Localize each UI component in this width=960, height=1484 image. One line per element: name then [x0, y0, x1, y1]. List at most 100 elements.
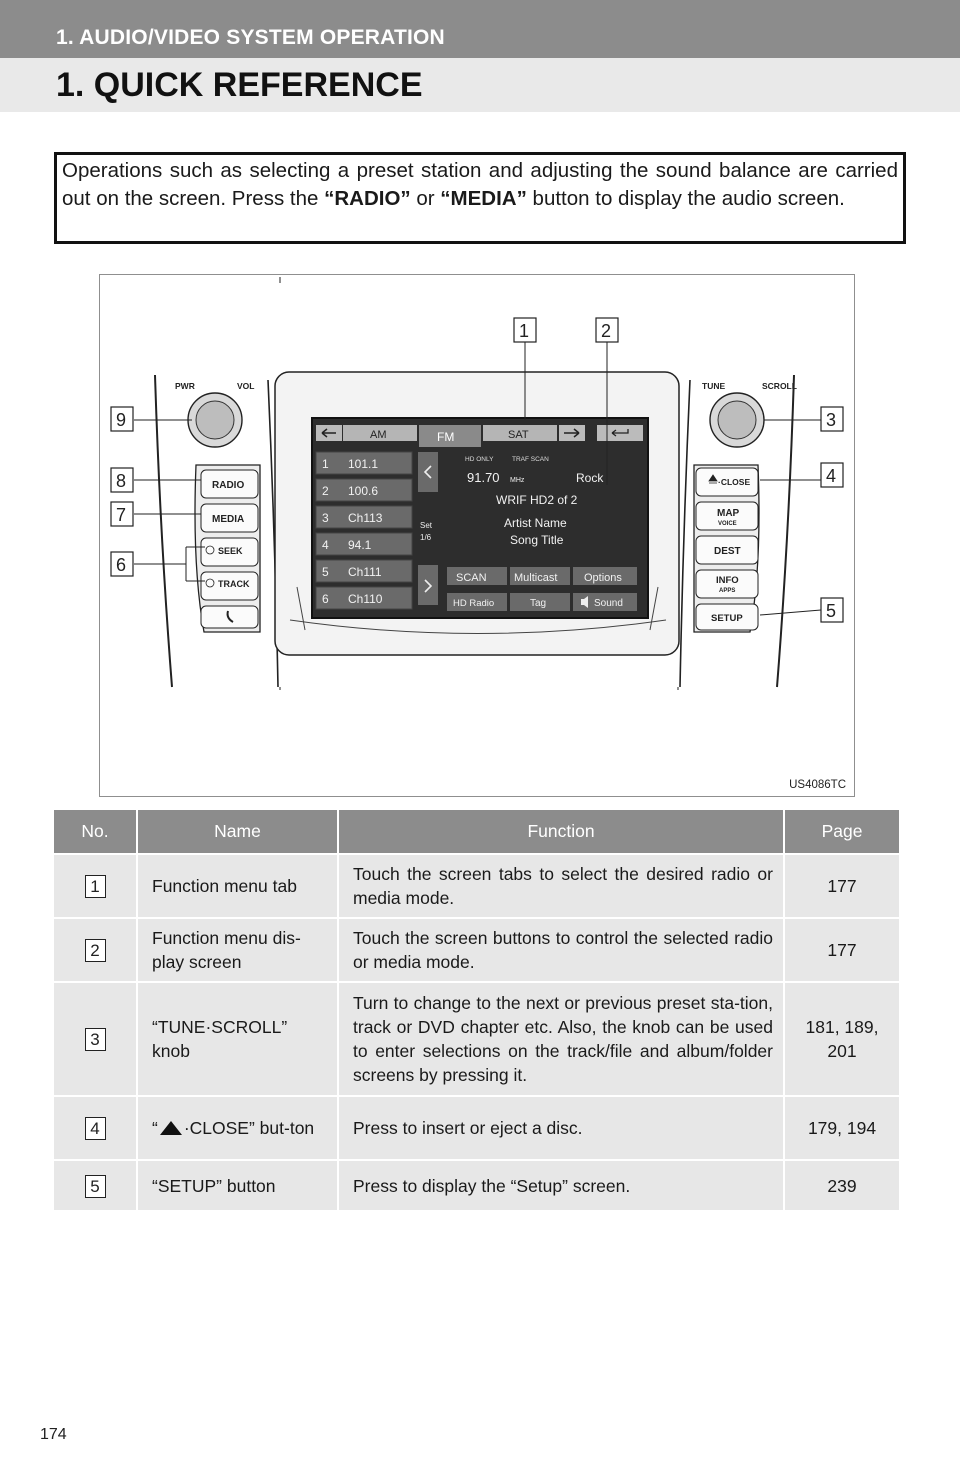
map-button-label: MAP — [717, 508, 740, 519]
callout-1: 1 — [513, 317, 537, 343]
preset-3[interactable]: 3 Ch113 — [315, 505, 413, 529]
function-menu-tabs: AM FM SAT — [316, 425, 643, 447]
tab-fm-label: FM — [437, 430, 454, 444]
eject-close-button[interactable]: ·CLOSE — [695, 467, 759, 497]
traf-scan-label: TRAF SCAN — [512, 456, 549, 463]
intro-radio: “RADIO” — [324, 187, 411, 210]
preset-page-down[interactable] — [418, 565, 438, 605]
intro-text-after: button to display the audio screen. — [526, 187, 845, 210]
header-name: Name — [137, 810, 339, 854]
preset-2-num: 2 — [322, 484, 329, 498]
row-number-box: 1 — [84, 875, 106, 898]
phone-button[interactable] — [200, 605, 259, 629]
preset-3-freq: Ch113 — [348, 511, 383, 525]
chevron-left-icon — [423, 465, 432, 479]
track-button[interactable]: TRACK — [200, 571, 259, 601]
hd-radio-button-label: HD Radio — [453, 598, 494, 609]
page-number: 174 — [40, 1426, 67, 1443]
tag-button-label: Tag — [530, 598, 546, 609]
preset-1[interactable]: 1 101.1 — [315, 451, 413, 475]
table-header-row: No. Name Function Page — [54, 810, 899, 854]
tab-am[interactable]: AM — [343, 425, 417, 441]
table-row: 3 “TUNE·SCROLL” knob Turn to change to t… — [54, 981, 899, 1096]
preset-6-freq: Ch110 — [348, 592, 383, 606]
head-unit-figure: PWR VOL RADIO MEDIA SEEK TRACK TUNE S — [99, 274, 855, 797]
row-page: 239 — [784, 1159, 899, 1210]
callout-6-label: 6 — [116, 555, 126, 575]
row-function: Press to insert or eject a disc. — [338, 1095, 785, 1160]
header-page: Page — [784, 810, 899, 854]
preset-2[interactable]: 2 100.6 — [315, 478, 413, 502]
callout-7-label: 7 — [116, 505, 126, 525]
multicast-button[interactable]: Multicast — [510, 567, 570, 585]
callout-3-label: 3 — [826, 410, 836, 430]
hd-only-label: HD ONLY — [465, 456, 494, 463]
tune-label: TUNE — [702, 381, 725, 391]
row-function: Touch the screen buttons to control the … — [338, 917, 785, 982]
voice-button-label: VOICE — [718, 521, 737, 527]
scroll-label: SCROLL — [762, 381, 797, 391]
tab-sat[interactable]: SAT — [483, 425, 557, 441]
callout-5-label: 5 — [826, 601, 836, 621]
row-name-rest: ·CLOSE” but-ton — [183, 1118, 315, 1138]
callout-8: 8 — [110, 467, 134, 493]
vol-label: VOL — [237, 381, 254, 391]
tab-fm[interactable]: FM — [419, 425, 481, 447]
row-name: “·CLOSE” but-ton — [137, 1095, 339, 1160]
speaker-icon — [581, 596, 588, 608]
preset-list: 1 101.1 2 100.6 3 Ch113 4 94.1 5 Ch1 — [315, 451, 413, 610]
setup-button-label: SETUP — [711, 613, 743, 624]
sound-button[interactable]: Sound — [573, 593, 637, 611]
map-voice-button[interactable]: MAP VOICE — [695, 501, 759, 531]
callout-5: 5 — [820, 597, 844, 623]
preset-page-up[interactable] — [418, 452, 438, 492]
row-name: “TUNE·SCROLL” knob — [137, 981, 339, 1096]
row-name: Function menu tab — [137, 853, 339, 918]
section-title: 1. AUDIO/VIDEO SYSTEM OPERATION — [56, 26, 445, 49]
radio-button[interactable]: RADIO — [200, 469, 259, 499]
preset-4[interactable]: 4 94.1 — [315, 532, 413, 556]
tag-button[interactable]: Tag — [510, 593, 570, 611]
row-function: Press to display the “Setup” screen. — [338, 1159, 785, 1210]
row-name: “SETUP” button — [137, 1159, 339, 1210]
media-button-label: MEDIA — [212, 514, 244, 525]
set-label: Set — [420, 521, 433, 530]
intro-media: “MEDIA” — [440, 187, 527, 210]
preset-5[interactable]: 5 Ch111 — [315, 559, 413, 583]
title-header: 1. QUICK REFERENCE — [0, 58, 960, 112]
info-apps-button[interactable]: INFO APPS — [695, 569, 759, 599]
callout-9-label: 9 — [116, 410, 126, 430]
preset-6[interactable]: 6 Ch110 — [315, 586, 413, 610]
info-button-label: INFO — [716, 575, 739, 586]
table-row: 2 Function menu dis- play screen Touch t… — [54, 917, 899, 982]
row-function: Turn to change to the next or previous p… — [338, 981, 785, 1096]
multicast-button-label: Multicast — [514, 572, 557, 584]
tab-am-label: AM — [370, 429, 387, 441]
hd-radio-button[interactable]: HD Radio — [447, 593, 507, 611]
table-row: 1 Function menu tab Touch the screen tab… — [54, 853, 899, 918]
row-number-box: 4 — [84, 1117, 106, 1140]
seek-button-label: SEEK — [218, 546, 243, 556]
dest-button-label: DEST — [714, 546, 741, 557]
intro-text-before: Operations such as selecting a preset st… — [62, 159, 898, 210]
setup-button[interactable]: SETUP — [695, 603, 759, 631]
callout-2-label: 2 — [601, 321, 611, 341]
page-title: 1. QUICK REFERENCE — [56, 66, 423, 104]
dest-button[interactable]: DEST — [695, 535, 759, 565]
row-page: 177 — [784, 917, 899, 982]
screen-buttons-row1: SCAN Multicast Options — [447, 567, 637, 585]
tab-sat-label: SAT — [508, 429, 529, 441]
scan-button[interactable]: SCAN — [447, 567, 507, 585]
apps-button-label: APPS — [719, 588, 735, 594]
callout-9: 9 — [110, 406, 134, 432]
seek-button[interactable]: SEEK — [200, 537, 259, 567]
preset-6-num: 6 — [322, 592, 329, 606]
media-button[interactable]: MEDIA — [200, 503, 259, 533]
options-button[interactable]: Options — [573, 567, 637, 585]
preset-5-num: 5 — [322, 565, 329, 579]
row-page: 179, 194 — [784, 1095, 899, 1160]
frequency-value: 91.70 — [467, 470, 500, 485]
preset-3-num: 3 — [322, 511, 329, 525]
preset-4-freq: 94.1 — [348, 538, 372, 552]
quick-reference-table: No. Name Function Page 1 Function menu t… — [54, 810, 899, 1210]
